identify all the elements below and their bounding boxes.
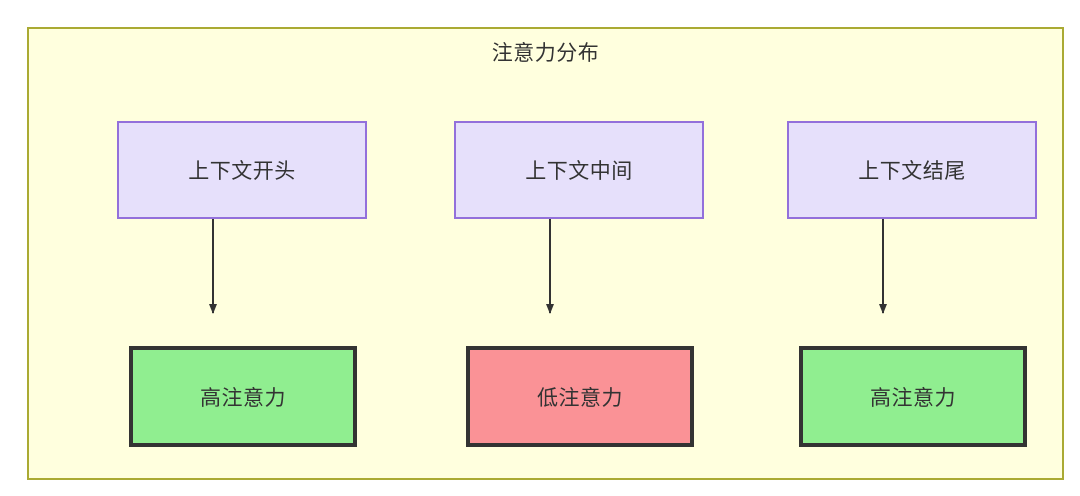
node-attention-high-end[interactable]: 高注意力 (799, 346, 1027, 447)
diagram-title: 注意力分布 (491, 42, 600, 65)
node-context-start[interactable]: 上下文开头 (117, 121, 367, 219)
node-attention-low-middle[interactable]: 低注意力 (466, 346, 694, 447)
subgraph-container: 注意力分布 上下文开头 上下文中间 上下文结尾 高注意力 低注意力 高注意力 (27, 27, 1064, 480)
node-context-middle[interactable]: 上下文中间 (454, 121, 704, 219)
node-attention-high-start[interactable]: 高注意力 (129, 346, 357, 447)
node-context-end[interactable]: 上下文结尾 (787, 121, 1037, 219)
